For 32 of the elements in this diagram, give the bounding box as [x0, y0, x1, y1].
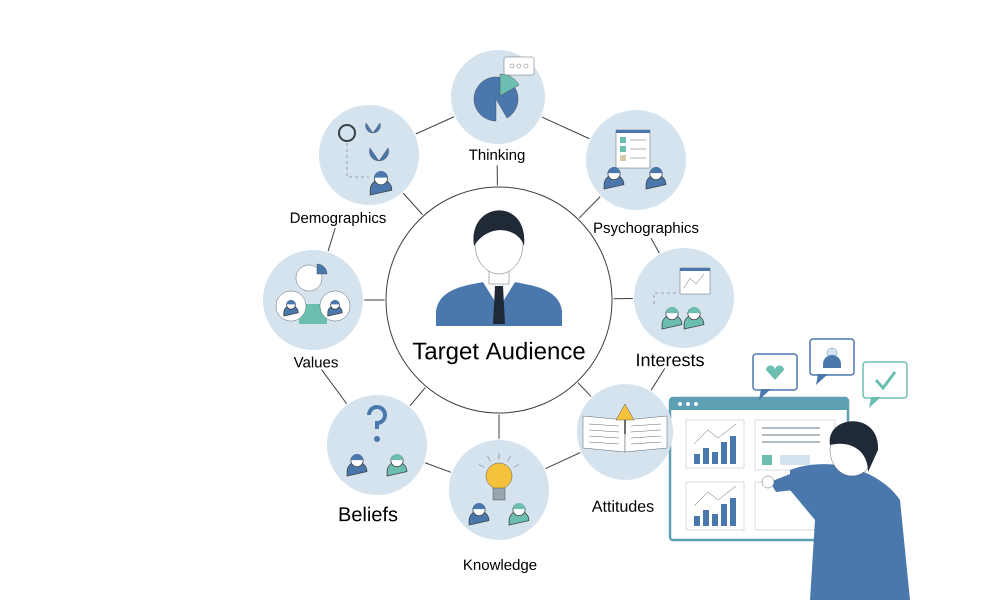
connector-line	[328, 228, 336, 252]
connector-line	[409, 387, 426, 406]
topic-circle	[263, 250, 363, 368]
topic-circle	[327, 395, 427, 522]
topic-circle	[451, 50, 545, 163]
connector-line	[650, 368, 666, 391]
node-label: Target Audience	[412, 342, 585, 364]
connector-line	[613, 298, 634, 300]
node-label: Knowledge	[464, 559, 536, 573]
node-label: Interests	[637, 354, 704, 366]
topic-circle	[449, 440, 549, 573]
connector-line	[578, 196, 601, 219]
topic-circle	[586, 110, 698, 236]
node-label: Demographics	[290, 212, 386, 226]
topic-circle	[290, 105, 419, 226]
connector-line	[415, 116, 455, 134]
node-label: Values	[294, 356, 338, 368]
connector-line	[496, 164, 498, 186]
node-label: Attitudes	[592, 500, 654, 512]
node-label: Beliefs	[340, 506, 398, 522]
connector-line	[541, 116, 590, 140]
connector-line	[498, 414, 500, 440]
node-label: Thinking	[469, 149, 524, 163]
connector-line	[424, 462, 452, 473]
connector-line	[545, 452, 581, 470]
connector-line	[578, 382, 592, 397]
connector-line	[402, 192, 424, 216]
connector-line	[650, 238, 660, 254]
node-label: Psychographics	[594, 222, 698, 236]
topic-circle	[577, 384, 673, 512]
connector-line	[321, 369, 348, 404]
topic-circle	[634, 248, 734, 366]
